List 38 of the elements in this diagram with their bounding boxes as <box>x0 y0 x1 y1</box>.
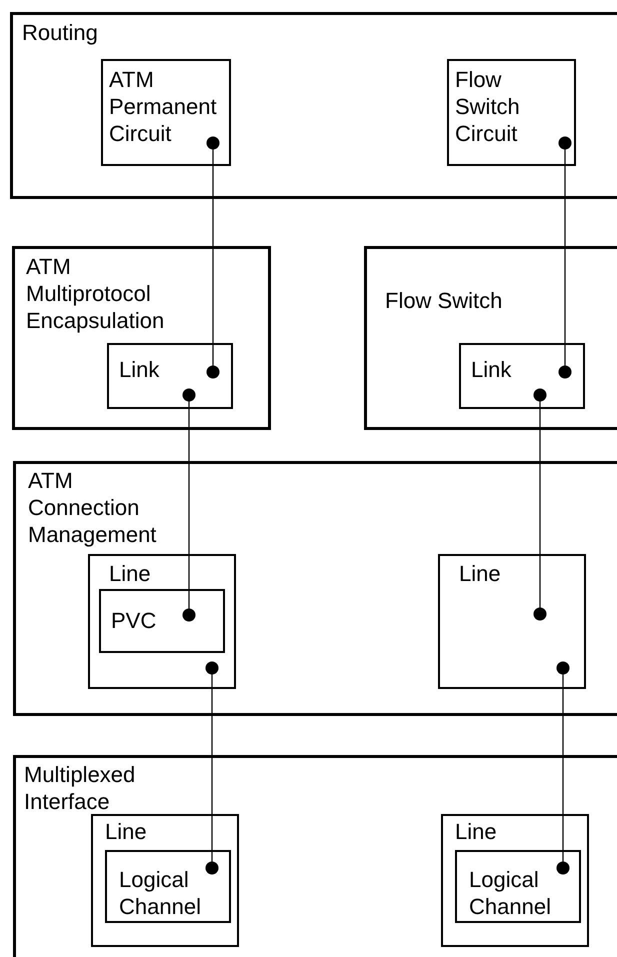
layer-label: Link <box>471 356 512 383</box>
layer-label: Line <box>459 560 502 587</box>
connector-line <box>182 388 196 622</box>
layer-label: Logical Channel <box>119 866 202 920</box>
layer-label: Flow Switch Circuit <box>455 66 521 147</box>
layer-label: Line <box>105 818 148 845</box>
sublayer-box <box>101 59 231 166</box>
layer-box <box>364 246 617 430</box>
layer-label: ATM Connection Management <box>28 467 158 548</box>
layer-label: Flow Switch <box>385 287 504 314</box>
connector-line <box>556 662 570 874</box>
layer-label: ATM Multiprotocol Encapsulation <box>26 253 166 334</box>
sublayer-box <box>438 554 586 689</box>
sublayer-box <box>88 554 236 689</box>
sublayer-box <box>447 59 576 166</box>
layer-box <box>12 246 271 430</box>
layer-label: ATM Permanent Circuit <box>109 66 218 147</box>
connector-line <box>534 388 546 620</box>
layer-label: PVC <box>111 607 158 634</box>
connector-line <box>206 136 220 378</box>
sublayer-box <box>455 850 581 923</box>
sublayer-box <box>107 343 233 409</box>
sublayer-box <box>99 589 225 653</box>
sublayer-box <box>91 814 239 947</box>
connector-line <box>206 662 218 874</box>
layer-label: Multiplexed Interface <box>24 761 136 815</box>
sublayer-box <box>459 343 585 409</box>
layer-label: Line <box>455 818 498 845</box>
layer-label: Logical Channel <box>469 866 552 920</box>
connector-line <box>558 136 572 378</box>
layer-label: Routing <box>22 19 99 46</box>
sublayer-box <box>105 850 231 923</box>
sublayer-box <box>441 814 589 947</box>
layer-box <box>13 755 617 957</box>
layer-box <box>10 12 617 199</box>
layer-label: Line <box>109 560 152 587</box>
layer-box <box>13 461 617 716</box>
layer-label: Link <box>119 356 160 383</box>
